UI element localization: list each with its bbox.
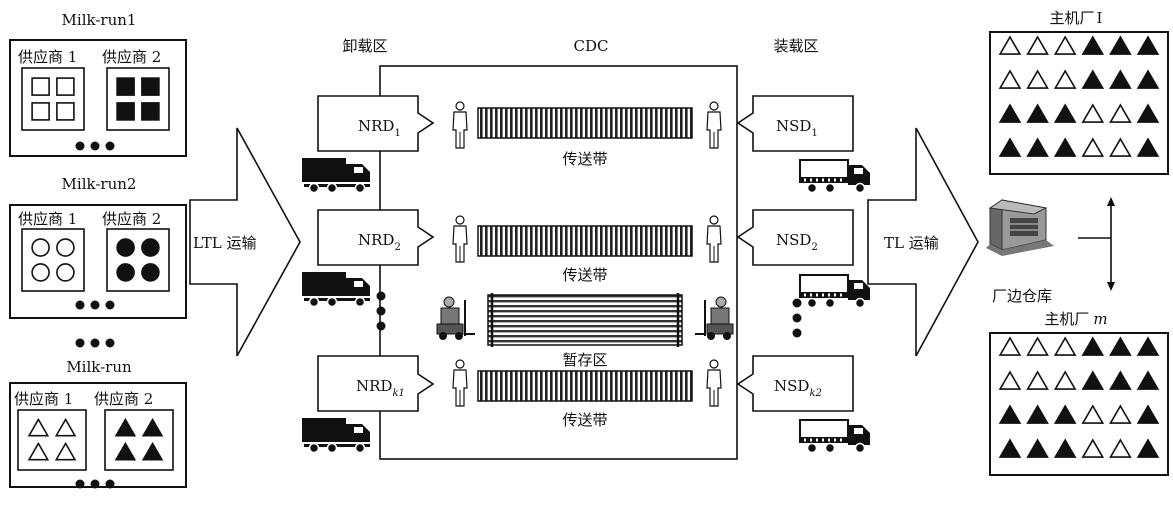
nrd-dock-k1: NRDk1 xyxy=(318,356,433,411)
filled-circle-icon xyxy=(142,239,159,256)
conveyor-label: 传送带 xyxy=(562,266,607,284)
load-zone-label: 装载区 xyxy=(773,37,818,55)
worker-icon xyxy=(453,216,467,262)
filled-square-icon xyxy=(142,103,159,120)
supplier-1-label: 供应商 1 xyxy=(18,210,77,228)
hollow-square-icon xyxy=(57,78,74,95)
worker-icon xyxy=(453,360,467,406)
storage-label: 暂存区 xyxy=(562,351,607,369)
unload-zone-label: 卸载区 xyxy=(342,37,387,55)
milk-run-title: Milk-run1 xyxy=(62,11,137,29)
hollow-circle-icon xyxy=(57,264,74,281)
nsd-label: NSD xyxy=(776,231,811,249)
tl-label: TL 运输 xyxy=(884,234,939,252)
warehouse-icon xyxy=(986,200,1054,256)
supplier-1-label: 供应商 1 xyxy=(18,48,77,66)
storage-area xyxy=(488,295,682,345)
nsd-sub: k2 xyxy=(809,388,821,399)
worker-icon xyxy=(707,102,721,148)
supplier-2-label: 供应商 2 xyxy=(102,48,161,66)
nrd-sub: 2 xyxy=(394,242,400,253)
hollow-square-icon xyxy=(32,103,49,120)
nsd-sub: 2 xyxy=(811,242,817,253)
cdc-title: CDC xyxy=(574,37,609,55)
truck-icon xyxy=(800,275,870,308)
supplier-2-label: 供应商 2 xyxy=(94,390,153,408)
hollow-circle-icon xyxy=(32,264,49,281)
ltl-label: LTL 运输 xyxy=(193,234,256,252)
nrd-label: NRD xyxy=(358,117,394,135)
worker-icon xyxy=(707,360,721,406)
truck-icon xyxy=(302,158,370,193)
nsd-dock-k2: NSDk2 xyxy=(738,356,853,411)
forklift-icon xyxy=(437,297,475,340)
truck-icon xyxy=(302,272,370,307)
supplier-box xyxy=(18,410,86,470)
conveyor-label: 传送带 xyxy=(562,411,607,429)
nrd-dock-1: NRD1 xyxy=(318,96,433,151)
nsd-label: NSD xyxy=(774,377,809,395)
filled-circle-icon xyxy=(117,264,134,281)
milk-run-title: Milk-run xyxy=(66,358,132,376)
truck-icon xyxy=(302,418,370,453)
hollow-circle-icon xyxy=(32,239,49,256)
supplier-1-label: 供应商 1 xyxy=(14,390,73,408)
hollow-square-icon xyxy=(57,103,74,120)
forklift-icon xyxy=(695,297,733,340)
supplier-box xyxy=(107,229,169,291)
nsd-sub: 1 xyxy=(811,128,817,139)
conveyor-belt xyxy=(478,108,692,138)
nrd-dock-2: NRD2 xyxy=(318,210,433,265)
filled-square-icon xyxy=(117,103,134,120)
conveyor-label: 传送带 xyxy=(562,150,607,168)
double-arrow xyxy=(1078,197,1115,291)
worker-icon xyxy=(453,102,467,148)
supplier-box xyxy=(22,229,84,291)
filled-square-icon xyxy=(117,78,134,95)
plant-title: 主机厂Ⅰ xyxy=(1050,9,1103,27)
conveyor-belt xyxy=(478,371,692,401)
nsd-label: NSD xyxy=(776,117,811,135)
warehouse-label: 厂边仓库 xyxy=(992,287,1052,305)
truck-icon xyxy=(800,160,870,193)
nsd-dock-1: NSD1 xyxy=(738,96,853,151)
nrd-sub: 1 xyxy=(394,128,400,139)
nrd-label: NRD xyxy=(356,377,392,395)
filled-circle-icon xyxy=(142,264,159,281)
hollow-circle-icon xyxy=(57,239,74,256)
nrd-label: NRD xyxy=(358,231,394,249)
conveyor-belt xyxy=(478,226,692,256)
worker-icon xyxy=(707,216,721,262)
nsd-dock-2: NSD2 xyxy=(738,210,853,265)
filled-circle-icon xyxy=(117,239,134,256)
supplier-box xyxy=(105,410,173,470)
milk-run-title: Milk-run2 xyxy=(62,175,137,193)
truck-icon xyxy=(800,420,870,453)
supplier-2-label: 供应商 2 xyxy=(102,210,161,228)
filled-square-icon xyxy=(142,78,159,95)
nrd-sub: k1 xyxy=(392,388,404,399)
hollow-square-icon xyxy=(32,78,49,95)
